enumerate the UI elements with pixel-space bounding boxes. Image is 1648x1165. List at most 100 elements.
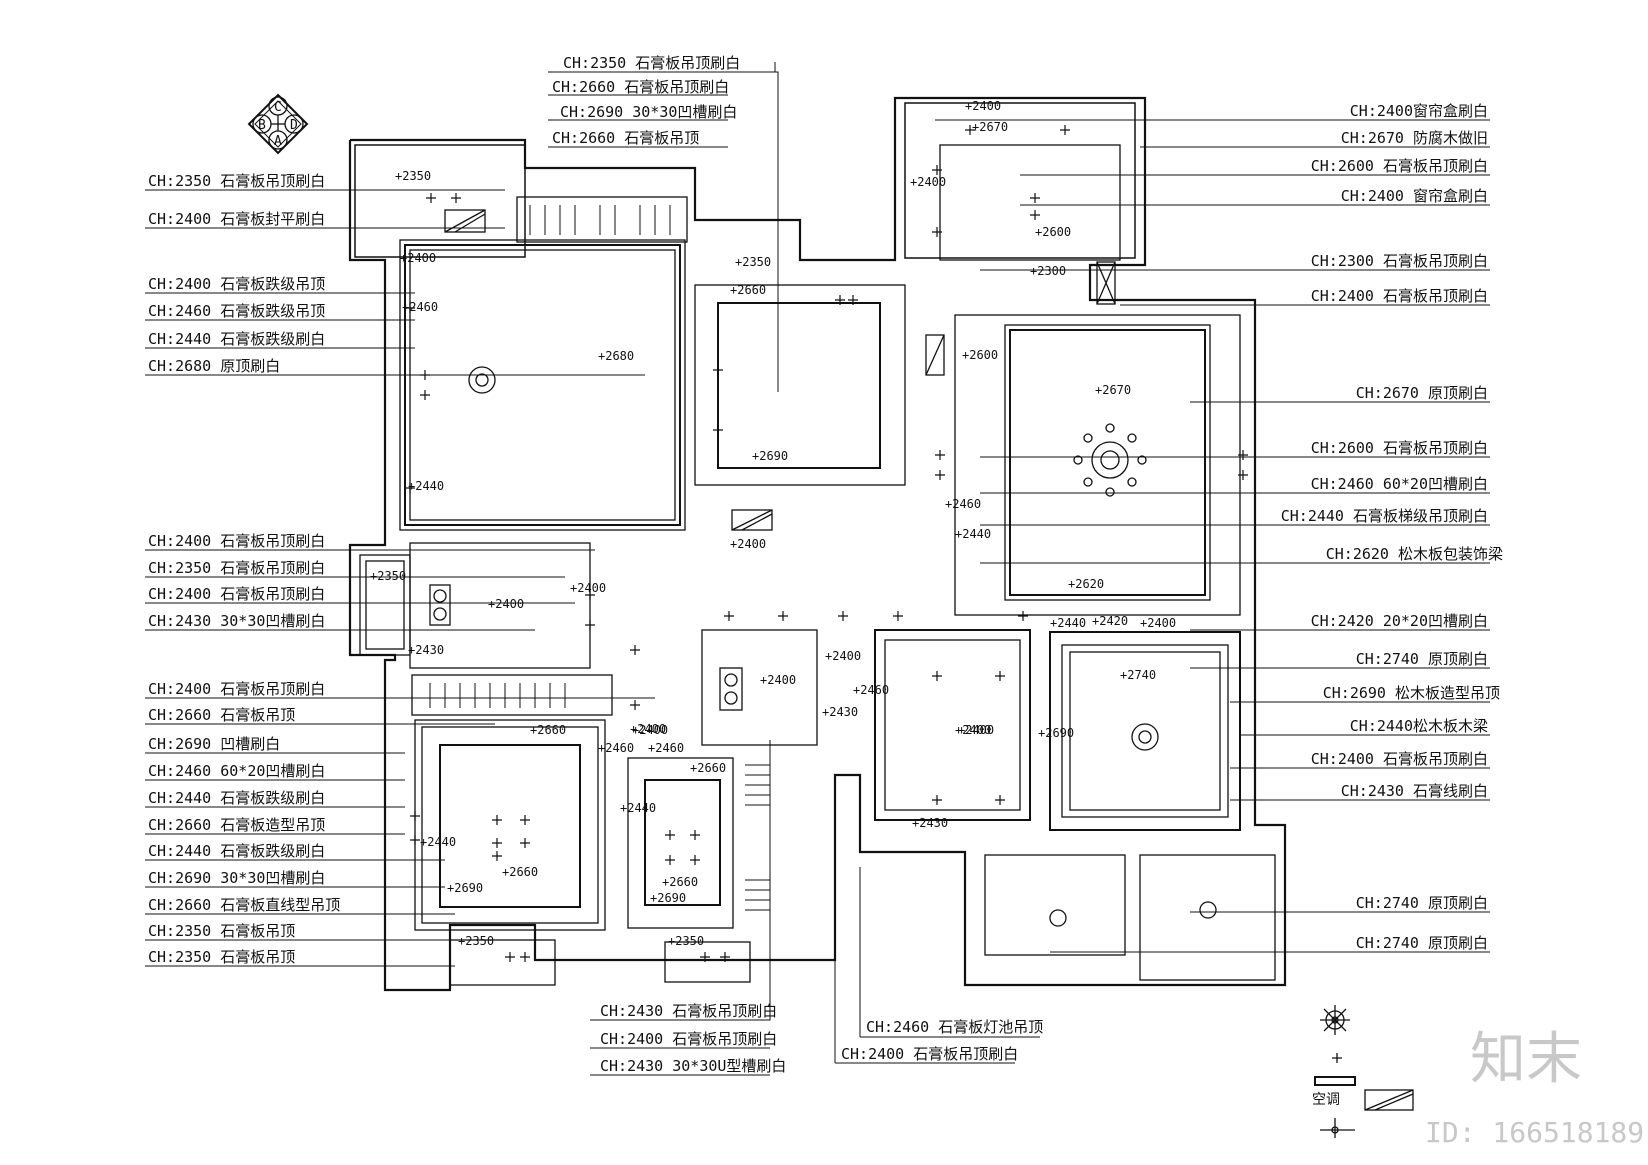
height-mark: +2660 [530,723,566,737]
top-label: CH:2660 石膏板吊顶刷白 [552,78,729,96]
left-label: CH:2400 石膏板吊顶刷白 [148,532,325,550]
height-mark: +2600 [962,348,998,362]
watermark: 知末 ID: 166518189 [1425,1027,1644,1149]
height-mark: +2350 [395,169,431,183]
height-mark: +2400 [760,673,796,687]
compass-south: A [274,134,282,149]
left-label: CH:2430 30*30凹槽刷白 [148,612,325,630]
right-label: CH:2300 石膏板吊顶刷白 [1311,252,1488,270]
height-mark: +2670 [972,120,1008,134]
compass-north: C [274,100,282,115]
bottom-label: CH:2400 石膏板吊顶刷白 [841,1045,1018,1063]
bottom-label: CH:2460 石膏板灯池吊顶 [866,1018,1043,1036]
spotlight-icons [405,125,1248,962]
height-mark: +2460 [402,300,438,314]
height-mark: +2430 [822,705,858,719]
leader-lines-top [548,62,779,392]
walls [348,96,1287,992]
height-mark: +2430 [408,643,444,657]
height-mark: +2620 [1068,577,1104,591]
height-mark: +2600 [1035,225,1071,239]
bottom-label: CH:2400 石膏板吊顶刷白 [600,1030,777,1048]
compass-west: B [258,118,266,133]
right-label: CH:2690 松木板造型吊顶 [1323,684,1500,702]
height-mark: +2660 [662,875,698,889]
right-label: CH:2440松木板木梁 [1350,717,1488,735]
right-label: CH:2600 石膏板吊顶刷白 [1311,157,1488,175]
left-label: CH:2440 石膏板跌级刷白 [148,842,325,860]
height-mark: +2400 [958,723,994,737]
height-mark: +2400 [400,251,436,265]
height-mark: +2400 [955,723,991,737]
height-mark: +2400 [630,722,666,736]
height-marks: +2350 +2400 +2460 +2680 +2440 +2350 +266… [370,99,1176,948]
height-mark: +2400 [910,175,946,189]
ac-unit-icons [444,209,1414,1111]
height-mark: +2350 [458,934,494,948]
height-mark: +2400 [488,597,524,611]
height-mark: +2460 [648,741,684,755]
height-mark: +2400 [825,649,861,663]
top-labels: CH:2350 石膏板吊顶刷白 CH:2660 石膏板吊顶刷白 CH:2690 … [552,54,740,147]
height-mark: +2660 [690,761,726,775]
right-label: CH:2740 原顶刷白 [1356,934,1488,952]
left-label: CH:2660 石膏板吊顶 [148,706,295,724]
height-mark: +2400 [730,537,766,551]
height-mark: +2460 [945,497,981,511]
compass-letters: C B D A [258,100,298,149]
left-label: CH:2350 石膏板吊顶 [148,922,295,940]
left-label: CH:2400 石膏板跌级吊顶 [148,275,325,293]
height-mark: +2460 [853,683,889,697]
height-mark: +2350 [735,255,771,269]
height-mark: +2660 [730,283,766,297]
legend [1314,1005,1356,1138]
left-label: CH:2660 石膏板直线型吊顶 [148,896,340,914]
right-label: CH:2740 原顶刷白 [1356,650,1488,668]
right-label: CH:2400窗帘盒刷白 [1350,102,1488,120]
left-label: CH:2440 石膏板跌级刷白 [148,330,325,348]
left-label: CH:2660 石膏板造型吊顶 [148,816,325,834]
left-label: CH:2350 石膏板吊顶刷白 [148,172,325,190]
height-mark: +2680 [598,349,634,363]
height-mark: +2350 [370,569,406,583]
left-label: CH:2460 60*20凹槽刷白 [148,762,325,780]
leader-lines-left [145,189,655,967]
bottom-label: CH:2430 石膏板吊顶刷白 [600,1002,777,1020]
stove-icons [429,584,743,711]
left-label: CH:2690 凹槽刷白 [148,735,280,753]
height-mark: +2690 [447,881,483,895]
height-mark: +2400 [965,99,1001,113]
right-label: CH:2460 60*20凹槽刷白 [1311,475,1488,493]
height-mark: +2400 [632,723,668,737]
bottom-labels: CH:2430 石膏板吊顶刷白 CH:2400 石膏板吊顶刷白 CH:2430 … [600,1002,1043,1075]
right-label: CH:2420 20*20凹槽刷白 [1311,612,1488,630]
height-mark: +2660 [502,865,538,879]
right-label: CH:2430 石膏线刷白 [1341,782,1488,800]
right-label: CH:2670 原顶刷白 [1356,384,1488,402]
height-mark: +2430 [912,816,948,830]
right-label: CH:2620 松木板包装饰梁 [1326,545,1503,563]
height-mark: +2670 [1095,383,1131,397]
height-mark: +2440 [420,835,456,849]
left-label: CH:2400 石膏板吊顶刷白 [148,585,325,603]
leader-lines-bottom [590,740,1040,1076]
height-mark: +2440 [955,527,991,541]
height-mark: +2440 [620,801,656,815]
right-label: CH:2400 石膏板吊顶刷白 [1311,750,1488,768]
left-label: CH:2350 石膏板吊顶刷白 [148,559,325,577]
top-label: CH:2660 石膏板吊顶 [552,129,699,147]
left-label: CH:2440 石膏板跌级刷白 [148,789,325,807]
wardrobe-hangers [429,205,770,911]
height-mark: +2400 [1140,616,1176,630]
right-label: CH:2400 窗帘盒刷白 [1341,187,1488,205]
height-mark: +2690 [650,891,686,905]
height-mark: +2400 [570,581,606,595]
height-mark: +2460 [598,741,634,755]
left-labels: CH:2350 石膏板吊顶刷白 CH:2400 石膏板封平刷白 CH:2400 … [148,172,340,966]
left-label: CH:2400 石膏板吊顶刷白 [148,680,325,698]
rooms [359,144,1276,986]
right-label: CH:2600 石膏板吊顶刷白 [1311,439,1488,457]
top-label: CH:2690 30*30凹槽刷白 [560,103,737,121]
compass-east: D [290,118,298,133]
